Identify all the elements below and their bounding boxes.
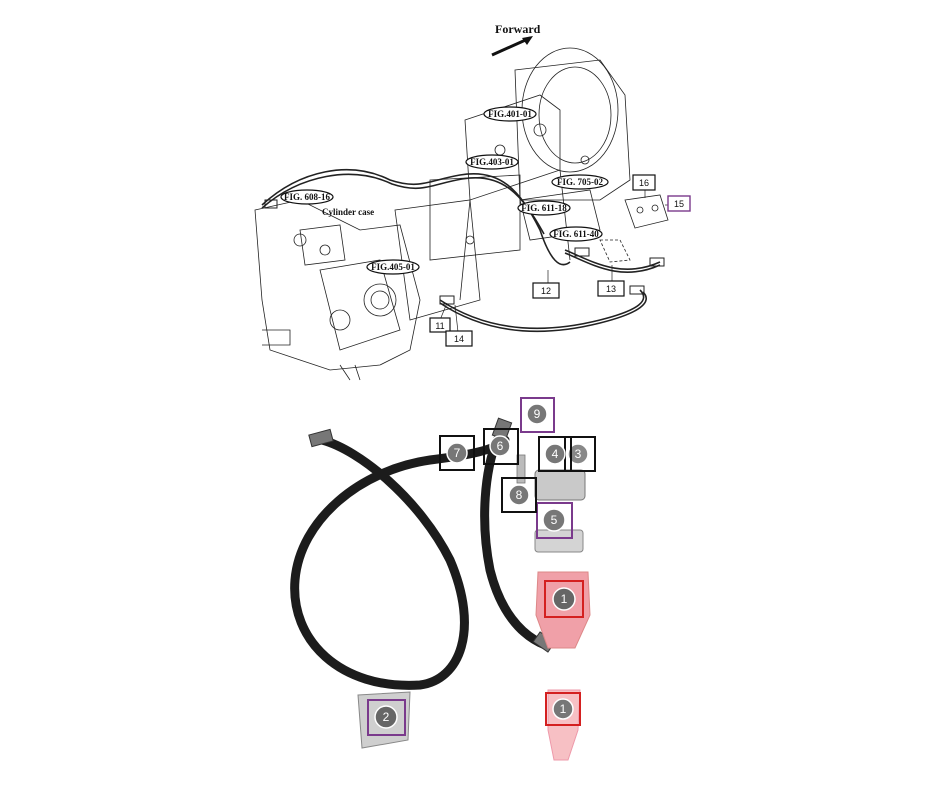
hose-short	[480, 435, 550, 650]
forward-label: Forward	[495, 22, 541, 36]
hose-long	[290, 435, 510, 690]
fig-ref-405-01: FIG.405-01	[366, 259, 420, 275]
fig-ref-text: FIG.401-01	[488, 109, 532, 119]
fig-ref-401-01: FIG.401-01	[483, 106, 537, 122]
valve-block	[599, 194, 669, 263]
callout-number: 3	[575, 447, 582, 461]
callout-number: 6	[497, 439, 504, 453]
part-number-12: 12	[532, 282, 560, 299]
part-number-text: 16	[639, 178, 649, 188]
photo-callout-3: 3	[564, 436, 596, 472]
callout-number: 1	[561, 592, 568, 606]
photo-callout-7: 7	[439, 435, 475, 471]
part-number-11: 11	[429, 317, 451, 333]
callout-number: 1	[560, 702, 567, 716]
callout-number: 2	[383, 710, 390, 724]
photo-callout-8: 8	[501, 477, 537, 513]
photo-callout-2: 2	[367, 699, 406, 736]
fig-ref-705-02: FIG. 705-02	[551, 174, 609, 190]
exploded-line-drawing	[254, 36, 672, 381]
cylinder-case-label: Cylinder case	[322, 207, 374, 217]
photo-callout-1-small: 1	[545, 692, 581, 726]
part-number-text: 11	[435, 321, 444, 331]
photo-callout-1: 1	[544, 580, 584, 618]
fig-ref-text: FIG. 611-18	[521, 203, 567, 213]
callout-number: 7	[454, 446, 461, 460]
fig-ref-611-40: FIG. 611-40	[549, 226, 603, 242]
forward-arrow-icon	[491, 36, 533, 57]
part-number-text: 14	[454, 334, 464, 344]
photo-callout-6: 6	[483, 428, 519, 465]
fig-ref-text: FIG.405-01	[371, 262, 415, 272]
fig-ref-608-16: FIG. 608-16	[280, 189, 334, 205]
callout-number: 5	[551, 513, 558, 527]
part-number-15: 15	[667, 195, 691, 212]
callout-number: 9	[534, 407, 541, 421]
fig-ref-403-01: FIG.403-01	[465, 154, 519, 170]
fig-ref-text: FIG. 611-40	[553, 229, 599, 239]
pipe-fittings	[264, 199, 665, 305]
part-number-16: 16	[632, 174, 656, 191]
part-number-14: 14	[445, 330, 473, 347]
part-number-text: 15	[674, 199, 684, 209]
photo-callout-4: 4	[538, 436, 572, 472]
fig-ref-text: FIG.403-01	[470, 157, 514, 167]
callout-number: 8	[516, 488, 523, 502]
photo-callout-5: 5	[536, 502, 573, 539]
part-number-text: 13	[606, 284, 616, 294]
hose-assembly-photo	[290, 417, 556, 690]
fig-ref-611-18: FIG. 611-18	[517, 200, 571, 216]
callout-number: 4	[552, 447, 559, 461]
part-number-13: 13	[597, 280, 625, 297]
cylinder-case	[254, 199, 421, 381]
fig-ref-text: FIG. 705-02	[557, 177, 603, 187]
pipe-runs	[261, 169, 661, 333]
part-number-text: 12	[541, 286, 551, 296]
photo-callout-9: 9	[520, 397, 555, 433]
fig-ref-text: FIG. 608-16	[284, 192, 330, 202]
